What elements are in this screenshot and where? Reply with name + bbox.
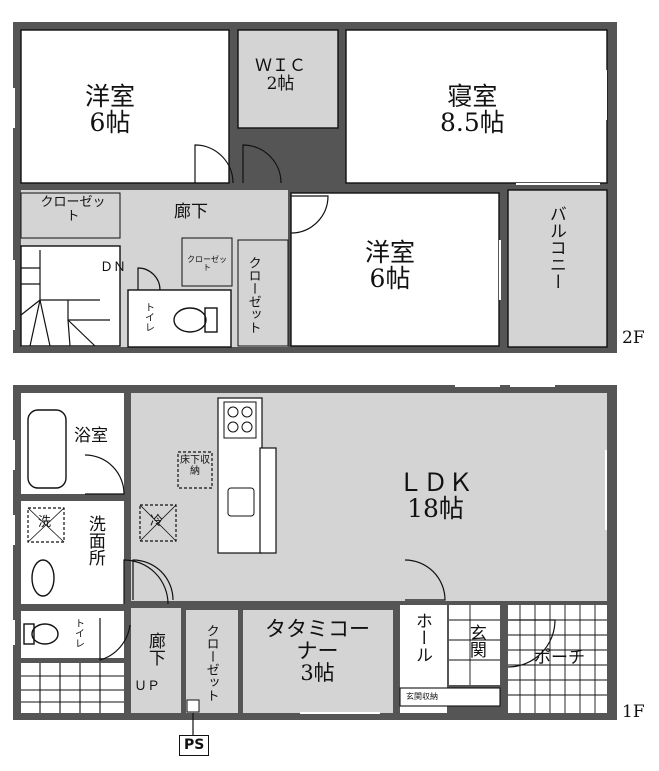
room-balcony [508, 190, 607, 347]
floor-label-2f: 2F [622, 328, 645, 348]
room-closet2-2f [237, 239, 289, 347]
ps-box: PS [179, 735, 210, 756]
underfloor-storage-box [177, 451, 213, 489]
room-wic [238, 30, 338, 128]
fridge-box [139, 504, 177, 542]
room-name: 洋室 [85, 82, 136, 111]
label-bedroom: 寝室 8.5帖 [440, 82, 505, 138]
washer-box [27, 507, 65, 543]
room-name: タタミコーナー [265, 617, 370, 664]
room-size: 18帖 [407, 494, 464, 524]
doors-1f [84, 454, 556, 668]
bathtub [27, 409, 67, 489]
room-size: 2帖 [266, 73, 295, 94]
doors-2f [137, 144, 329, 291]
label-bath: 浴室 [74, 426, 108, 446]
label-tatami: タタミコーナー 3帖 [255, 618, 380, 684]
room-toilet-2f [128, 290, 231, 347]
label-entrance-storage: 玄関収納 [406, 692, 438, 701]
room-ldk [131, 393, 607, 601]
room-bedroom [346, 30, 607, 183]
room-stairs-2f [21, 246, 120, 346]
room-tatami [243, 610, 393, 713]
room-size: 8.5帖 [440, 108, 505, 138]
label-washer: 洗 [38, 515, 52, 530]
label-balcony: バルコニー [545, 205, 566, 290]
floor-2f [13, 22, 617, 353]
floor-label-1f: 1F [622, 702, 645, 722]
room-toilet-1f [21, 611, 124, 658]
room-name: 寝室 [447, 82, 498, 111]
label-stairs-up: ＵＰ [134, 679, 161, 694]
label-porch: ポーチ [534, 648, 585, 668]
stairs-2f [20, 250, 110, 347]
label-closet2-2f: クローゼット [245, 256, 261, 334]
label-toilet-1f: トイレ [72, 618, 84, 648]
room-size: 6帖 [89, 108, 131, 138]
label-closet-small-2f: クローゼット [187, 255, 227, 273]
room-washroom [21, 501, 124, 604]
room-closet-small-2f [181, 237, 233, 287]
label-closet-1f: クローゼット [203, 624, 219, 702]
room-entrance [449, 605, 500, 685]
label-western2-2f: 洋室 6帖 [365, 238, 416, 294]
label-hole: ホール [411, 612, 432, 663]
kitchen-counter [217, 397, 263, 554]
label-underfloor: 床下収納 [180, 455, 210, 477]
label-toilet-2f: トイレ [142, 302, 154, 332]
porch-tiles [449, 605, 607, 713]
floor-1f [13, 385, 617, 735]
stairs-1f [21, 663, 124, 713]
label-washroom: 洗面所 [84, 515, 105, 566]
label-wic: ＷＩＣ 2帖 [255, 56, 306, 94]
room-size: 3帖 [300, 661, 335, 686]
room-closet1-2f [20, 192, 121, 239]
room-name: ＬＤＫ [398, 468, 474, 497]
room-name: 洋室 [365, 238, 416, 267]
room-western1-2f [21, 30, 229, 183]
toilet-bowl-1f [31, 623, 59, 645]
room-western2-2f [291, 193, 499, 346]
entrance-storage-box [399, 687, 501, 707]
label-entrance: 玄関 [465, 624, 486, 658]
label-hall-1f: 廊下 [144, 632, 165, 666]
label-fridge: 冷 [150, 514, 164, 529]
label-ldk: ＬＤＫ 18帖 [398, 468, 474, 524]
toilet-bowl-2f [173, 307, 207, 333]
room-stairs-1f [21, 663, 124, 713]
room-hall-1f [131, 608, 181, 713]
room-size: 6帖 [369, 264, 411, 294]
room-name: ＷＩＣ [255, 56, 306, 76]
label-stairs-dn: ＤＮ [100, 260, 127, 275]
label-closet1-2f: クローゼット [40, 195, 106, 224]
label-western1-2f: 洋室 6帖 [85, 82, 136, 138]
label-hall-2f: 廊下 [174, 202, 208, 222]
washbasin [31, 559, 55, 597]
room-bath [21, 393, 124, 494]
room-closet-1f [186, 610, 238, 713]
